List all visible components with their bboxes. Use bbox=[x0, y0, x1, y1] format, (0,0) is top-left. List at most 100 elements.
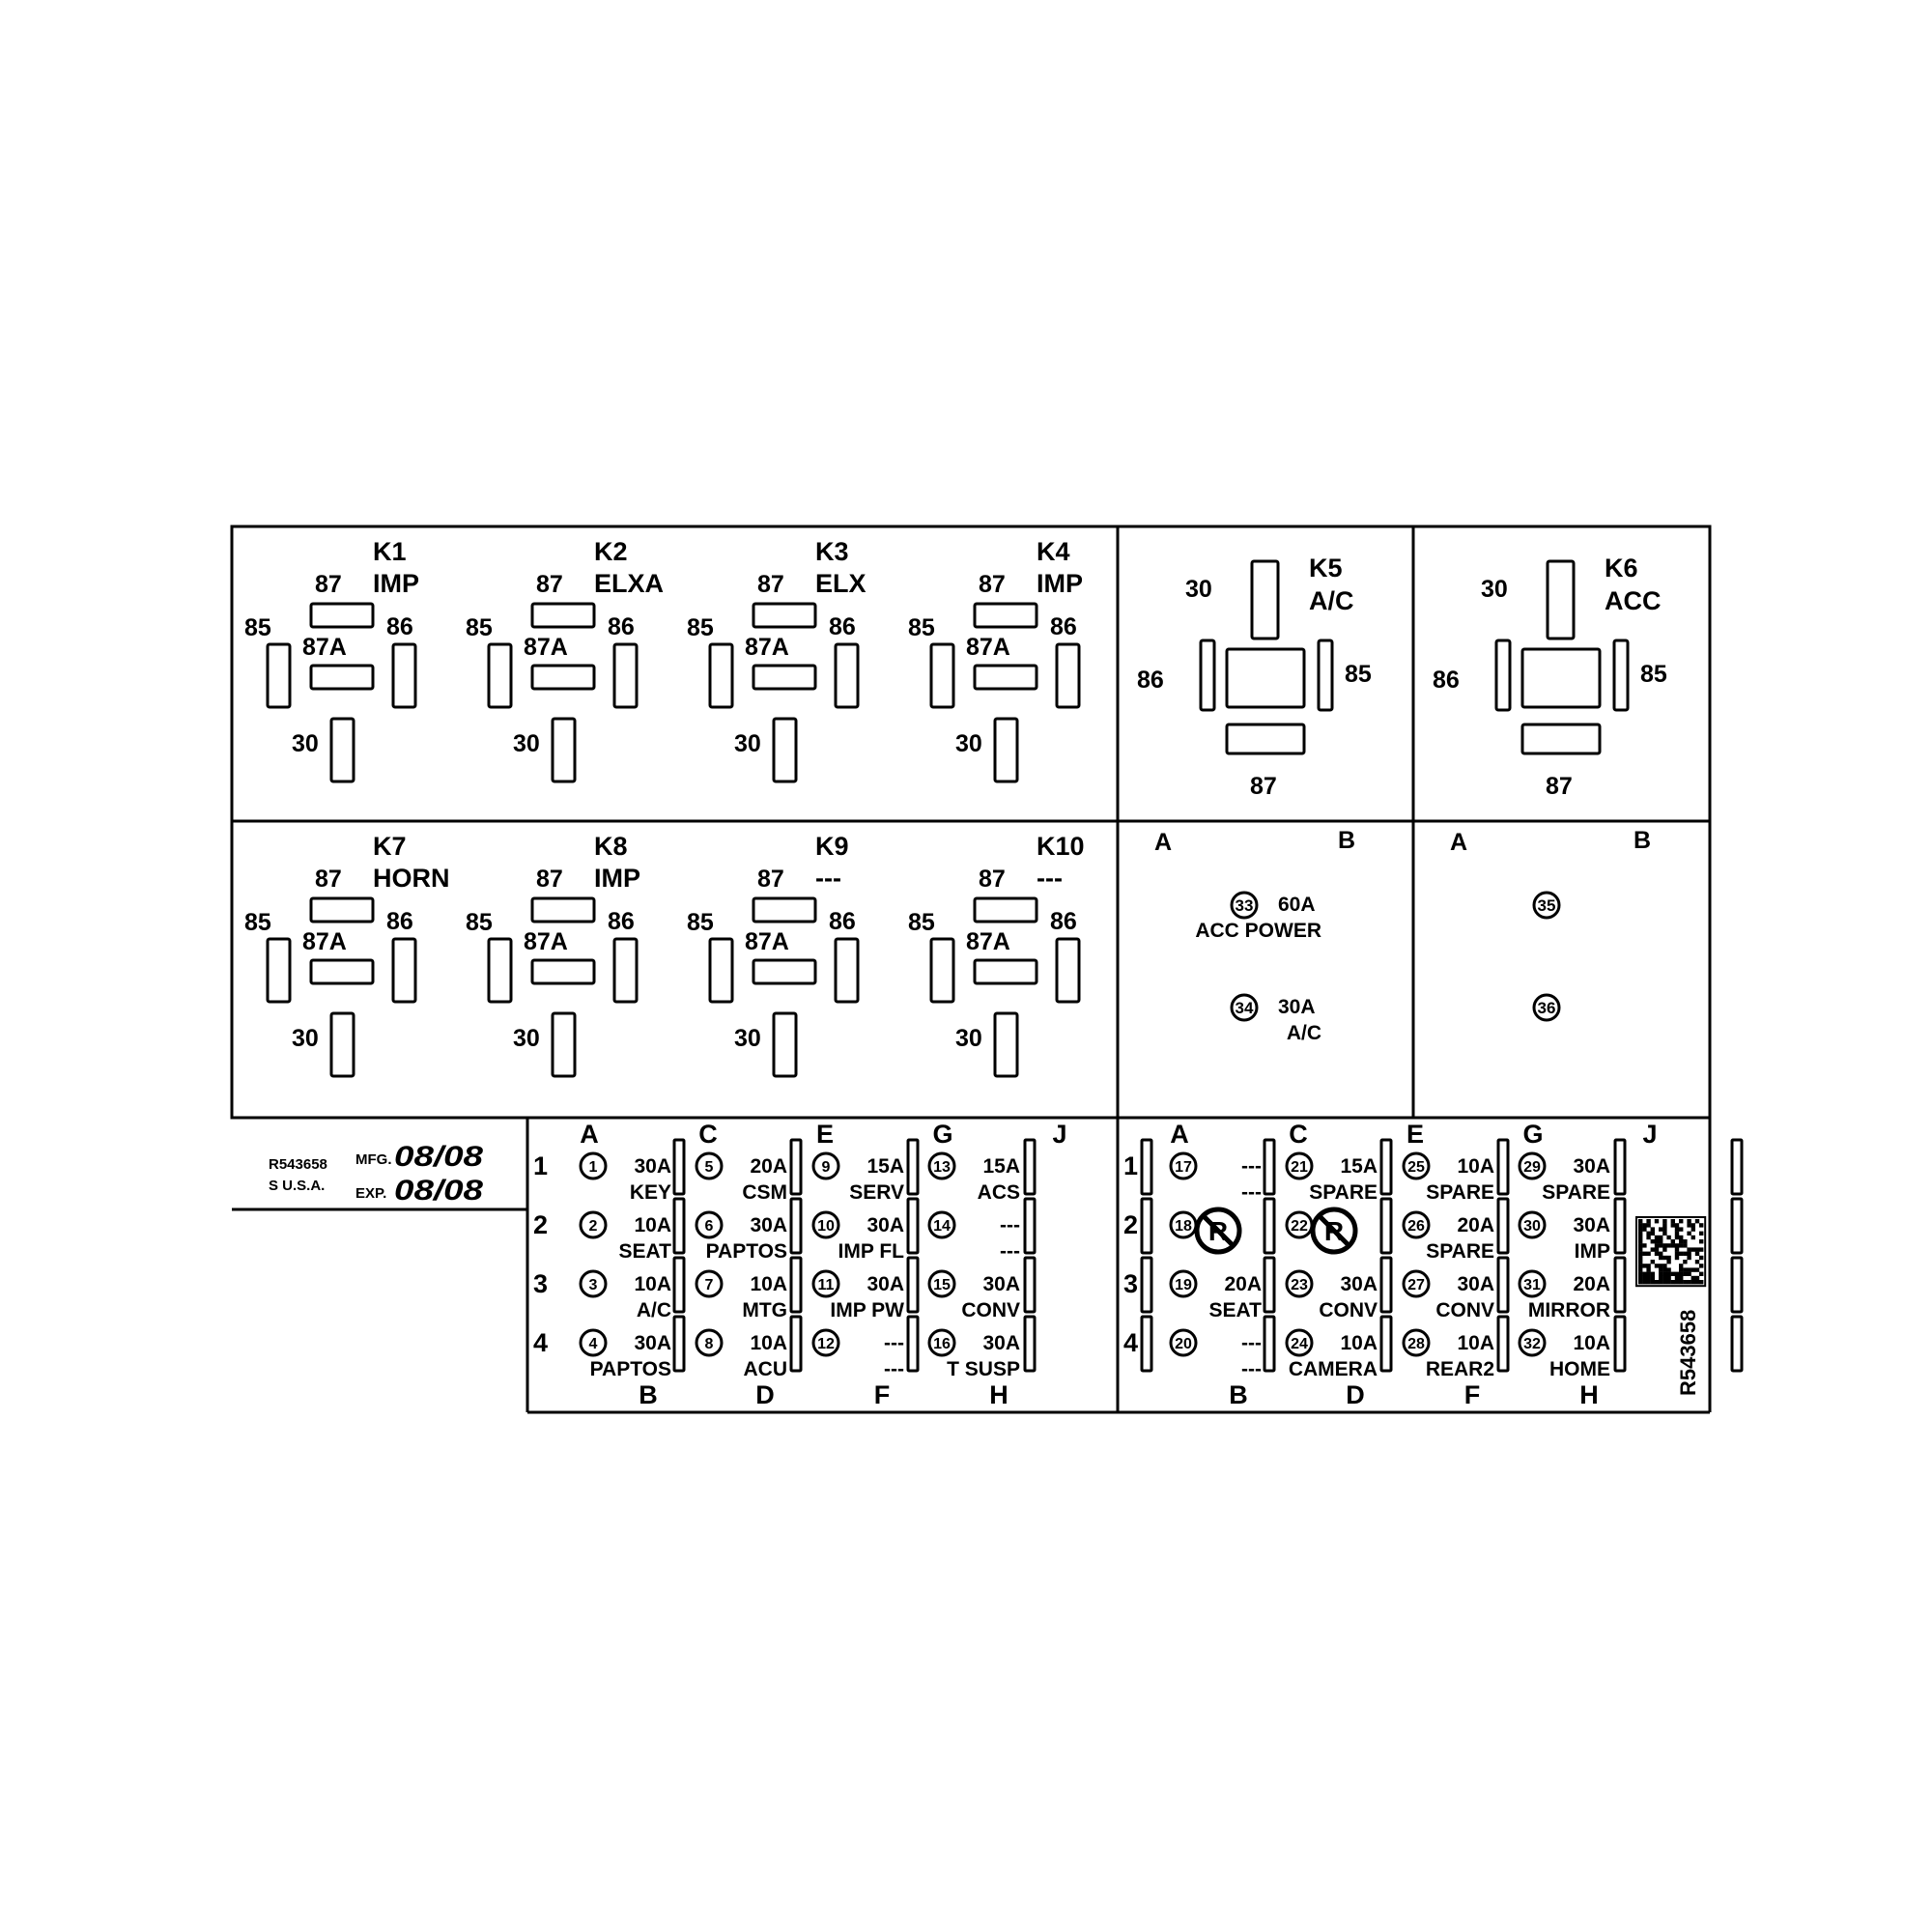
datamatrix-module bbox=[1638, 1235, 1643, 1240]
pin-87a-label: 87A bbox=[524, 928, 568, 955]
datamatrix-module bbox=[1638, 1247, 1643, 1252]
fuse-number: 1 bbox=[589, 1159, 598, 1176]
datamatrix-module bbox=[1638, 1227, 1643, 1232]
pin-87-label: 87 bbox=[979, 866, 1006, 893]
datamatrix-module bbox=[1674, 1271, 1680, 1276]
fuse-amps: --- bbox=[1241, 1155, 1262, 1178]
pin-86-terminal bbox=[834, 937, 860, 1004]
relay-name-label: ACC bbox=[1605, 586, 1662, 615]
fuse-number: 22 bbox=[1291, 1218, 1308, 1235]
pin-87a-terminal bbox=[309, 958, 375, 985]
row-number: 3 bbox=[533, 1269, 548, 1298]
datamatrix-module bbox=[1662, 1280, 1667, 1285]
fuse-label: SPARE bbox=[1309, 1181, 1378, 1204]
fuse-number-circle bbox=[1532, 993, 1561, 1022]
datamatrix-code bbox=[1635, 1216, 1707, 1288]
fuse-slot-terminal bbox=[906, 1197, 920, 1255]
column-letter-top: E bbox=[816, 1120, 834, 1149]
datamatrix-module bbox=[1679, 1251, 1684, 1256]
fuse-slot-terminal bbox=[1140, 1315, 1153, 1373]
pin-87a-terminal bbox=[530, 664, 596, 691]
pin-86-terminal bbox=[612, 642, 639, 709]
pin-30-label: 30 bbox=[955, 730, 982, 757]
datamatrix-module bbox=[1659, 1280, 1663, 1285]
fuse-number-circle bbox=[811, 1328, 840, 1357]
fuse-number: 17 bbox=[1175, 1159, 1192, 1176]
row-number: 2 bbox=[1123, 1210, 1138, 1239]
fuse-label: ACU bbox=[744, 1358, 788, 1380]
fuse-number: 23 bbox=[1291, 1277, 1308, 1293]
pin-86-label: 86 bbox=[1137, 667, 1164, 694]
datamatrix-module bbox=[1670, 1280, 1675, 1285]
fuse-slot-terminal bbox=[789, 1256, 803, 1314]
fuse-number: 24 bbox=[1291, 1336, 1308, 1352]
fuse-number-circle bbox=[1285, 1151, 1314, 1180]
datamatrix-module bbox=[1659, 1271, 1663, 1276]
fuse-amps: 10A bbox=[1457, 1155, 1494, 1178]
fuse-label: ACS bbox=[978, 1181, 1020, 1204]
label-block: R543658 S U.S.A. MFG. 08/08 EXP. 08/08 bbox=[269, 1141, 483, 1207]
datamatrix-module bbox=[1683, 1267, 1688, 1272]
relay-name-label: HORN bbox=[373, 864, 450, 893]
datamatrix-module bbox=[1659, 1243, 1663, 1248]
pin-85-label: 85 bbox=[687, 614, 714, 641]
datamatrix-module bbox=[1662, 1264, 1667, 1268]
datamatrix-module bbox=[1646, 1280, 1651, 1285]
fuse-label: SERV bbox=[849, 1181, 904, 1204]
fuse-slot-terminal bbox=[1379, 1315, 1393, 1373]
pin-87a-label: 87A bbox=[524, 634, 568, 661]
pin-86-label: 86 bbox=[608, 613, 635, 640]
fuse-number-circle bbox=[1169, 1328, 1198, 1357]
pin-87a-label: 87A bbox=[302, 928, 347, 955]
fuse-amps: 20A bbox=[1573, 1273, 1610, 1295]
column-letter-bottom: D bbox=[1346, 1380, 1365, 1409]
pin-30-terminal bbox=[551, 1011, 577, 1078]
fuse-amps: 15A bbox=[867, 1155, 904, 1178]
pin-87-terminal bbox=[752, 602, 817, 629]
fuse-number: 27 bbox=[1407, 1277, 1425, 1293]
datamatrix-module bbox=[1659, 1251, 1663, 1256]
column-letter-top: C bbox=[698, 1120, 718, 1149]
pin-87-terminal bbox=[973, 896, 1038, 923]
datamatrix-module bbox=[1659, 1235, 1663, 1240]
datamatrix-module bbox=[1687, 1231, 1691, 1236]
fuse-amps: 30A bbox=[867, 1214, 904, 1236]
datamatrix-module bbox=[1650, 1239, 1655, 1244]
fuse-label: T SUSP bbox=[947, 1358, 1020, 1380]
datamatrix-module bbox=[1674, 1247, 1680, 1252]
datamatrix-module bbox=[1659, 1264, 1663, 1268]
pin-87-label: 87 bbox=[1546, 773, 1573, 800]
datamatrix-module bbox=[1659, 1275, 1663, 1281]
fuse-14: 14------ bbox=[927, 1210, 1020, 1263]
fuse-label: HOME bbox=[1549, 1358, 1610, 1380]
fuse-number: 16 bbox=[933, 1336, 951, 1352]
datamatrix-module bbox=[1699, 1264, 1704, 1268]
pin-86-terminal bbox=[1055, 642, 1081, 709]
fuse-12: 12------ bbox=[811, 1328, 904, 1380]
fuse-label: PAPTOS bbox=[590, 1358, 671, 1380]
datamatrix-module bbox=[1662, 1223, 1667, 1228]
fuse-number: 33 bbox=[1236, 896, 1254, 915]
column-letter-top: G bbox=[932, 1120, 952, 1149]
datamatrix-module bbox=[1699, 1223, 1704, 1228]
fuse-number: 25 bbox=[1407, 1159, 1425, 1176]
fuse-number-circle bbox=[1285, 1269, 1314, 1298]
row-number: 4 bbox=[1123, 1328, 1138, 1357]
label-mfg: MFG. bbox=[355, 1151, 392, 1168]
datamatrix-module bbox=[1670, 1239, 1675, 1244]
pin-85-label: 85 bbox=[466, 909, 493, 936]
datamatrix-module bbox=[1683, 1243, 1688, 1248]
pin-86-terminal bbox=[391, 937, 417, 1004]
row-number: 4 bbox=[533, 1328, 548, 1357]
fuse-number: 14 bbox=[933, 1218, 951, 1235]
datamatrix-module bbox=[1687, 1223, 1691, 1228]
